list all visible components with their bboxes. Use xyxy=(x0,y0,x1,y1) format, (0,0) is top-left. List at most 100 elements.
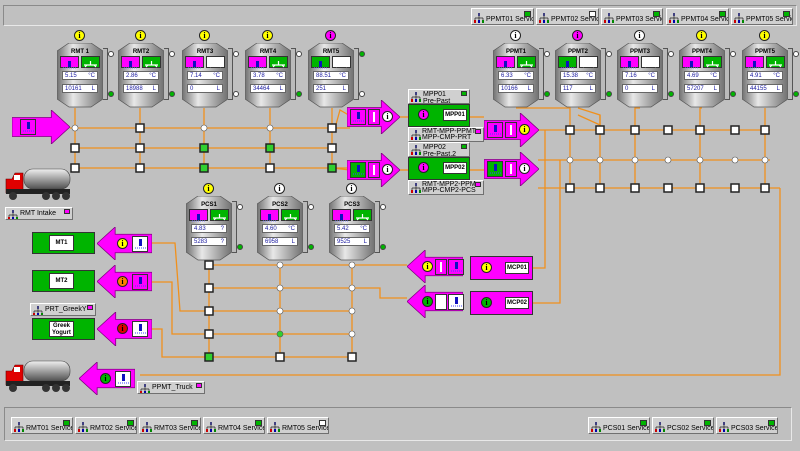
flow-switch-icon[interactable] xyxy=(368,162,380,178)
valve-info-icon[interactable]: i xyxy=(382,164,393,175)
level-mode-indicator[interactable] xyxy=(185,56,204,69)
tank-info-icon[interactable]: i xyxy=(262,30,273,41)
route-valve[interactable] xyxy=(595,125,605,135)
level-mode-indicator[interactable] xyxy=(189,209,208,222)
agitator-mode-indicator[interactable] xyxy=(81,56,100,68)
route-valve[interactable] xyxy=(70,163,80,173)
intake-valve-arrow[interactable] xyxy=(12,110,70,144)
route-valve[interactable] xyxy=(760,183,770,193)
valve-info-icon[interactable]: i xyxy=(117,323,128,334)
route-valve[interactable] xyxy=(265,143,275,153)
route-valve[interactable] xyxy=(595,183,605,193)
route-valve[interactable] xyxy=(730,183,740,193)
tank-info-icon[interactable]: i xyxy=(325,30,336,41)
service-button-ppmt04[interactable]: PPMT04 Service xyxy=(666,8,729,25)
route-valve[interactable] xyxy=(630,183,640,193)
route-valve[interactable] xyxy=(565,125,575,135)
level-mode-indicator[interactable] xyxy=(121,56,140,69)
route-valve[interactable] xyxy=(327,163,337,173)
valve-icon[interactable] xyxy=(448,293,464,310)
level-mode-indicator[interactable] xyxy=(260,209,279,222)
tank-info-icon[interactable]: i xyxy=(199,30,210,41)
route-valve[interactable] xyxy=(565,183,575,193)
level-mode-indicator[interactable] xyxy=(496,56,515,69)
route-valve[interactable] xyxy=(730,125,740,135)
valve-icon[interactable] xyxy=(448,258,464,275)
flow-switch-icon[interactable] xyxy=(435,258,447,275)
service-button-ppmt05[interactable]: PPMT05 Service xyxy=(731,8,793,25)
valve-info-icon[interactable]: i xyxy=(117,237,128,249)
tank-info-icon[interactable]: i xyxy=(759,30,770,41)
route-valve[interactable] xyxy=(204,329,214,339)
tank-info-icon[interactable]: i xyxy=(274,183,285,194)
rmt-intake-tag[interactable]: RMT Intake xyxy=(5,207,73,220)
level-mode-indicator[interactable] xyxy=(558,56,577,69)
service-button-ppmt01[interactable]: PPMT01 Service xyxy=(471,8,534,25)
agitator-mode-indicator[interactable] xyxy=(206,56,225,68)
mcp-info-icon[interactable]: i xyxy=(481,262,492,273)
valve-icon[interactable] xyxy=(132,235,148,252)
valve-info-icon[interactable]: i xyxy=(519,124,530,135)
agitator-mode-indicator[interactable] xyxy=(766,56,785,68)
service-button-rmt05[interactable]: RMT05 Service xyxy=(267,417,329,434)
tank-info-icon[interactable]: i xyxy=(203,183,214,194)
agitator-mode-indicator[interactable] xyxy=(210,209,229,221)
flow-switch-icon[interactable] xyxy=(435,293,447,310)
route-valve[interactable] xyxy=(70,143,80,153)
agitator-mode-indicator[interactable] xyxy=(353,209,372,221)
level-mode-indicator[interactable] xyxy=(745,56,764,69)
tank-info-icon[interactable]: i xyxy=(634,30,645,41)
route-valve[interactable] xyxy=(630,125,640,135)
tank-info-icon[interactable]: i xyxy=(135,30,146,41)
greek-yogurt-tag[interactable]: PRT_GreekY xyxy=(30,303,96,316)
route-valve[interactable] xyxy=(663,183,673,193)
route-valve[interactable] xyxy=(265,163,275,173)
flow-switch-icon[interactable] xyxy=(368,109,380,125)
level-mode-indicator[interactable] xyxy=(332,209,351,222)
service-button-ppmt02[interactable]: PPMT02 Service xyxy=(536,8,599,25)
agitator-mode-indicator[interactable] xyxy=(641,56,660,68)
flow-switch-icon[interactable] xyxy=(505,161,517,177)
agitator-mode-indicator[interactable] xyxy=(703,56,722,68)
valve-icon[interactable] xyxy=(132,273,148,290)
route-valve[interactable] xyxy=(695,125,705,135)
valve-icon[interactable] xyxy=(487,161,503,177)
agitator-mode-indicator[interactable] xyxy=(281,209,300,221)
valve-icon[interactable] xyxy=(132,321,148,337)
route-valve[interactable] xyxy=(199,143,209,153)
mpp-info-icon[interactable]: i xyxy=(418,109,429,120)
route-valve[interactable] xyxy=(135,143,145,153)
route-valve[interactable] xyxy=(135,163,145,173)
service-button-rmt01[interactable]: RMT01 Service xyxy=(11,417,73,434)
valve-info-icon[interactable]: i xyxy=(519,163,530,174)
agitator-mode-indicator[interactable] xyxy=(269,56,288,68)
service-button-rmt03[interactable]: RMT03 Service xyxy=(139,417,201,434)
route-valve[interactable] xyxy=(327,123,337,133)
tank-info-icon[interactable]: i xyxy=(74,30,85,41)
level-mode-indicator[interactable] xyxy=(682,56,701,69)
valve-info-icon[interactable]: i xyxy=(382,111,393,122)
agitator-mode-indicator[interactable] xyxy=(332,56,351,68)
valve-icon[interactable] xyxy=(350,162,366,178)
route-valve[interactable] xyxy=(204,260,214,270)
valve-icon[interactable] xyxy=(487,122,503,138)
level-mode-indicator[interactable] xyxy=(311,56,330,69)
ppmt-truck-tag[interactable]: PPMT_Truck xyxy=(137,381,205,394)
valve-info-icon[interactable]: i xyxy=(117,275,128,287)
level-mode-indicator[interactable] xyxy=(248,56,267,69)
level-mode-indicator[interactable] xyxy=(60,56,79,69)
route-valve[interactable] xyxy=(199,163,209,173)
agitator-mode-indicator[interactable] xyxy=(579,56,598,68)
service-button-ppmt03[interactable]: PPMT03 Service xyxy=(601,8,663,25)
